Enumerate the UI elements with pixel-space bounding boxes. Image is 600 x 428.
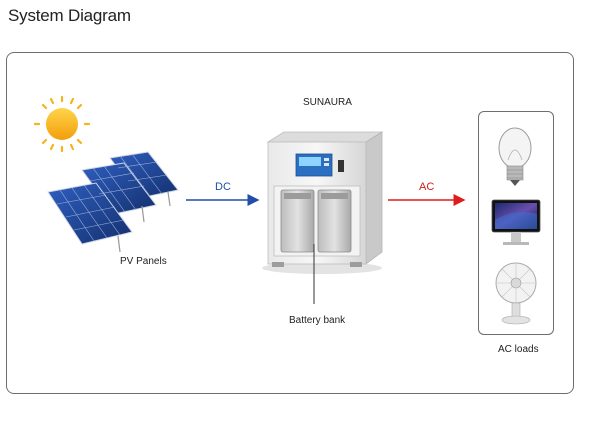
solar-panel-icon — [47, 151, 179, 253]
sun-icon — [33, 95, 91, 153]
ac-loads-label: AC loads — [498, 344, 539, 355]
dc-label: DC — [215, 181, 231, 193]
monitor-icon — [491, 199, 541, 245]
pv-panels-label: PV Panels — [120, 256, 167, 267]
battery-bank-label: Battery bank — [289, 315, 346, 326]
fan-icon — [495, 262, 537, 325]
ac-label: AC — [419, 181, 435, 193]
light-bulb-icon — [498, 127, 532, 186]
page-title: System Diagram — [8, 6, 131, 25]
brand-label: SUNAURA — [303, 97, 352, 108]
inverter-unit-icon — [262, 131, 384, 274]
